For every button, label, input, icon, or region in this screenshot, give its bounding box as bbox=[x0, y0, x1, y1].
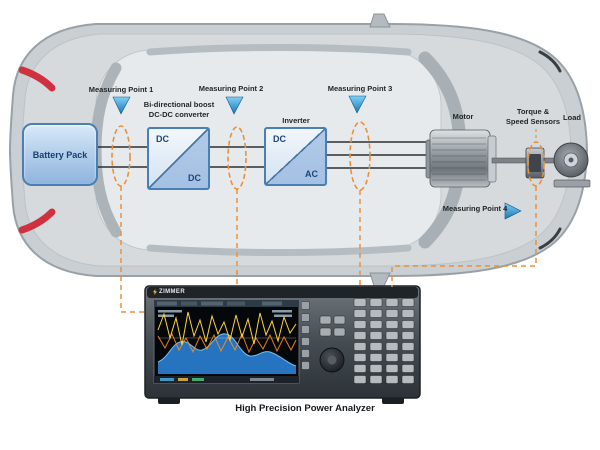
torque-speed-sensor-graphic bbox=[525, 147, 545, 179]
analyzer-brand-text: ZIMMER bbox=[159, 289, 186, 295]
measuring-point-3-ellipse bbox=[349, 121, 371, 191]
screen-status-bar bbox=[154, 376, 299, 383]
measuring-point-3-marker-icon bbox=[348, 95, 367, 114]
wires-inverter-motor bbox=[327, 141, 433, 169]
zimmer-bolt-icon bbox=[153, 289, 157, 295]
wires-converter-inverter bbox=[210, 146, 264, 168]
analyzer-screen bbox=[153, 299, 300, 384]
link-point-1 bbox=[120, 186, 144, 313]
screen-readout-text bbox=[158, 310, 292, 317]
converter-title: Bi-directional boost DC-DC converter bbox=[128, 100, 230, 120]
measuring-point-1-ellipse bbox=[111, 125, 131, 187]
converter-input-label: DC bbox=[156, 134, 169, 144]
dcdc-converter: DC DC bbox=[147, 127, 210, 190]
wires-battery-converter bbox=[98, 146, 147, 168]
measuring-point-1-label: Measuring Point 1 bbox=[88, 85, 154, 94]
measuring-point-2-marker-icon bbox=[225, 96, 244, 115]
link-point-4 bbox=[391, 186, 537, 287]
measuring-ellipses bbox=[111, 121, 545, 191]
softkey-column bbox=[302, 300, 313, 372]
tail-light-top bbox=[18, 66, 56, 92]
side-windows-bottom bbox=[146, 244, 412, 256]
inverter-output-label: AC bbox=[305, 169, 318, 179]
sensors-label-line1: Torque & bbox=[516, 107, 550, 116]
battery-pack: Battery Pack bbox=[22, 123, 98, 186]
side-mirror-top bbox=[369, 13, 391, 28]
measurement-links bbox=[120, 129, 537, 313]
side-windows-top bbox=[146, 44, 412, 56]
converter-title-line1: Bi-directional boost bbox=[143, 100, 215, 109]
rotary-knob-center bbox=[327, 355, 337, 365]
power-wiring bbox=[98, 141, 433, 169]
measuring-point-2-ellipse bbox=[227, 126, 247, 190]
analyzer-brand: ZIMMER bbox=[153, 289, 185, 295]
side-mirror-bottom bbox=[369, 272, 391, 287]
analyzer-controls bbox=[302, 297, 416, 385]
sensors-label-line2: Speed Sensors bbox=[505, 116, 561, 126]
wiper-mark-bottom bbox=[538, 227, 562, 250]
motor-graphic bbox=[425, 129, 497, 188]
power-analyzer bbox=[144, 285, 421, 404]
analyzer-top-strip bbox=[147, 287, 418, 298]
inverter: DC AC bbox=[264, 127, 327, 186]
converter-title-line2: DC-DC converter bbox=[148, 109, 210, 119]
analyzer-caption: High Precision Power Analyzer bbox=[235, 403, 375, 414]
measuring-point-2-label: Measuring Point 2 bbox=[198, 84, 264, 93]
measuring-point-markers bbox=[112, 95, 522, 220]
measuring-point-4-ellipse bbox=[527, 141, 545, 187]
converter-output-label: DC bbox=[188, 173, 201, 183]
drive-shaft bbox=[491, 157, 559, 164]
measuring-point-1-marker-icon bbox=[112, 96, 131, 115]
motor-label: Motor bbox=[452, 112, 474, 121]
load-graphic bbox=[553, 142, 591, 188]
wiper-mark-top bbox=[538, 50, 562, 73]
sensors-label: Torque & Speed Sensors bbox=[500, 107, 566, 127]
screen-menu-bar bbox=[154, 300, 299, 307]
measuring-point-4-label: Measuring Point 4 bbox=[442, 204, 508, 213]
cursor-button-cluster bbox=[319, 315, 346, 337]
battery-pack-label: Battery Pack bbox=[32, 149, 88, 160]
load-label: Load bbox=[563, 113, 581, 122]
inverter-title: Inverter bbox=[282, 116, 310, 125]
measuring-point-4-marker-icon bbox=[504, 202, 522, 220]
screen-waveforms bbox=[157, 311, 297, 374]
inverter-input-label: DC bbox=[273, 134, 286, 144]
keypad-grid bbox=[352, 297, 416, 385]
measuring-point-3-label: Measuring Point 3 bbox=[327, 84, 393, 93]
tail-light-bottom bbox=[18, 208, 56, 234]
